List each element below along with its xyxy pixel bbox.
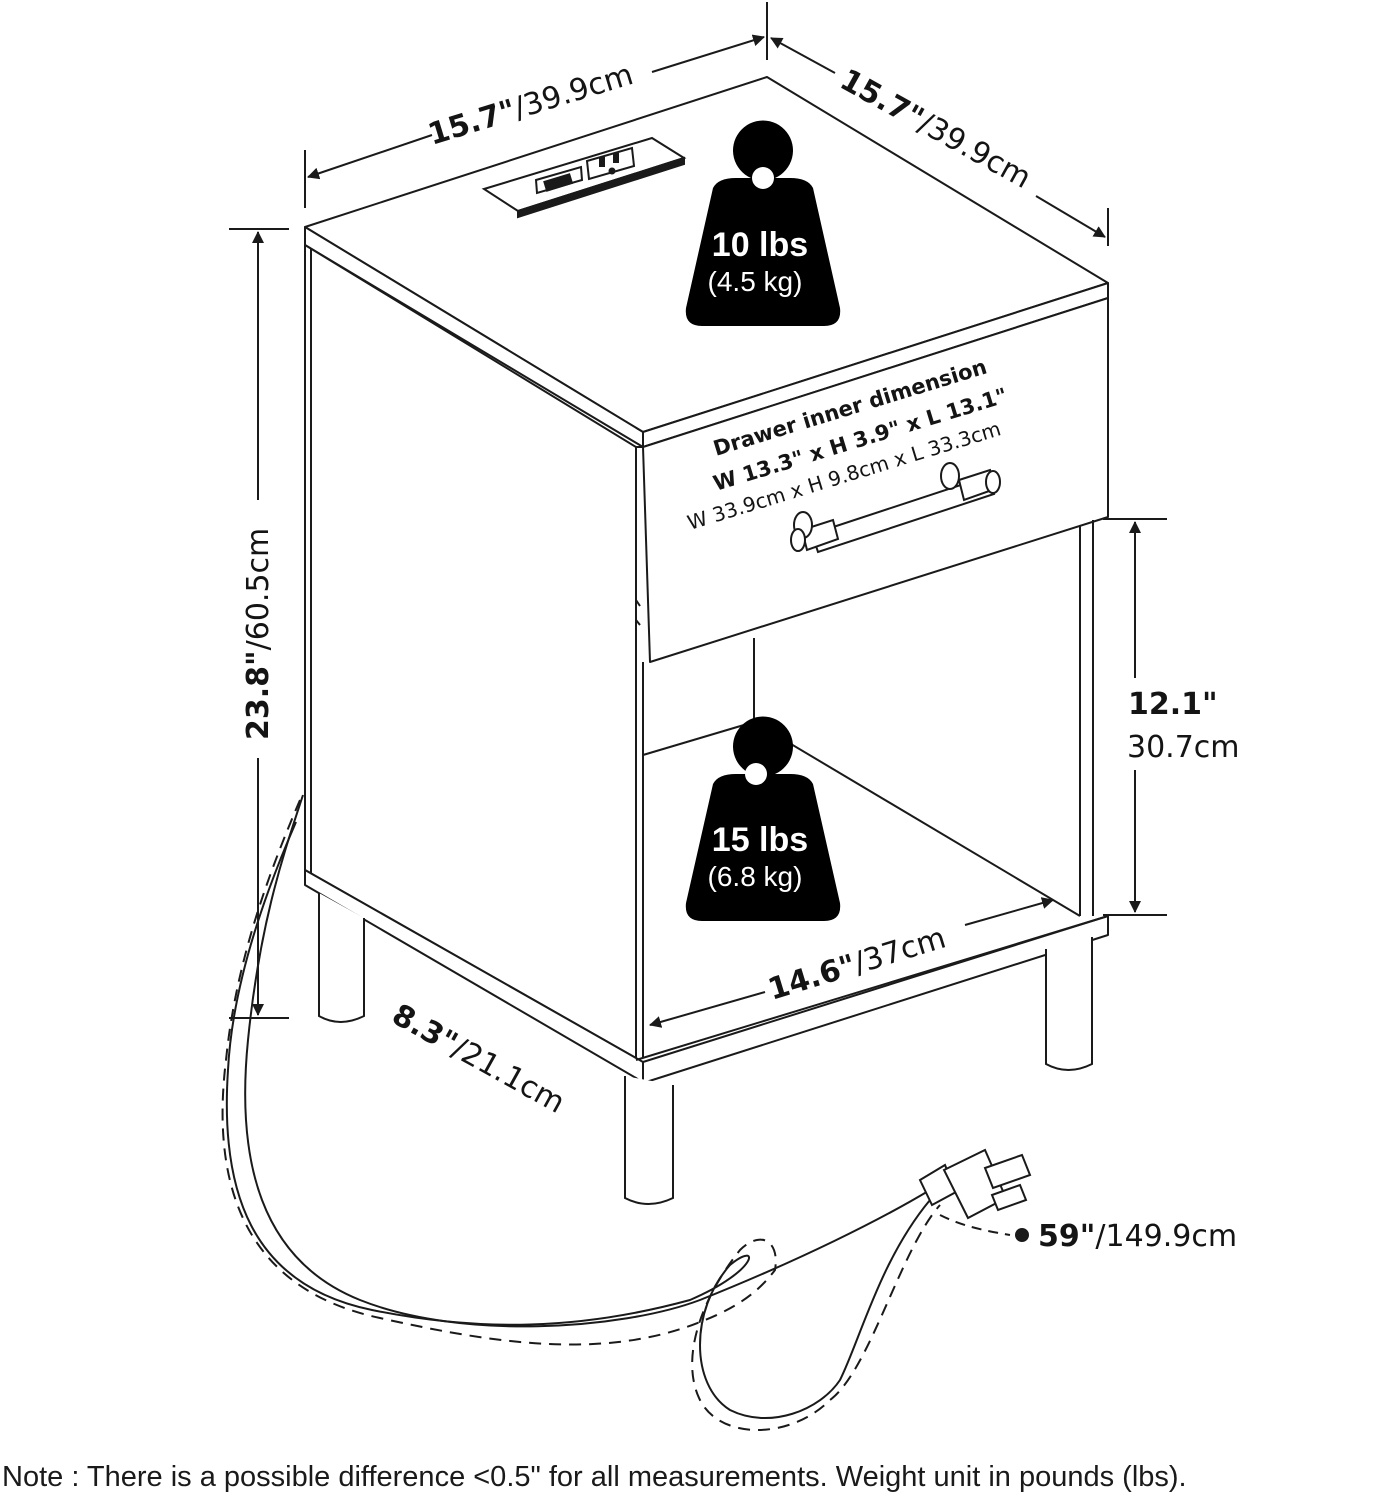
weight-top-lbs: 10 lbs xyxy=(712,226,808,264)
weight-top-kg: (4.5 kg) xyxy=(708,266,803,297)
height-cm: /60.5cm xyxy=(241,528,276,651)
dimension-lines xyxy=(229,2,1167,1242)
top-width-inches: 15.7" xyxy=(424,93,520,153)
power-plug-icon xyxy=(918,1148,1032,1220)
power-cord xyxy=(221,794,1011,1431)
weight-shelf-kg: (6.8 kg) xyxy=(708,861,803,892)
leg-front-right xyxy=(1045,937,1093,1071)
leg-back-left xyxy=(318,893,365,1023)
svg-text:23.8"/60.5cm: 23.8"/60.5cm xyxy=(241,528,276,740)
legs xyxy=(318,893,1093,1205)
cord-length-inches: 59" xyxy=(1038,1219,1095,1254)
drawer-front xyxy=(642,297,1109,663)
ac-socket-icon xyxy=(585,146,636,181)
cord-length-cm: /149.9cm xyxy=(1095,1219,1237,1254)
shelf-height-cm: 30.7cm xyxy=(1127,730,1240,765)
cord-length-label: 59"/149.9cm xyxy=(1038,1219,1237,1254)
measurement-note: Note : There is a possible difference <0… xyxy=(2,1461,1187,1493)
top-width-cm: /39.9cm xyxy=(510,57,637,126)
height-label: 23.8"/60.5cm xyxy=(241,528,276,740)
shelf-height-inches: 12.1" xyxy=(1128,687,1218,722)
leg-front xyxy=(624,1076,674,1205)
height-inches: 23.8" xyxy=(241,650,276,740)
leg-height-cm: /21.1cm xyxy=(446,1031,570,1121)
drawer-handle xyxy=(790,462,1001,554)
power-outlet xyxy=(481,136,687,219)
weight-limit-top-icon xyxy=(685,120,841,326)
weight-limit-shelf-icon xyxy=(685,716,841,921)
weight-shelf-lbs: 15 lbs xyxy=(712,821,808,859)
